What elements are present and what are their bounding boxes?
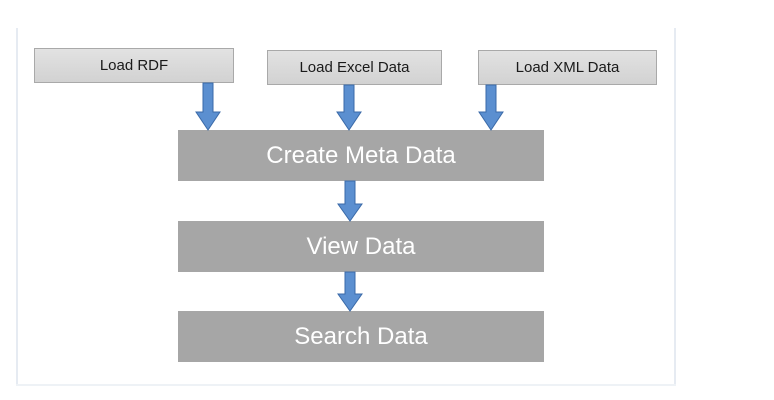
- create-meta-data-box: Create Meta Data: [178, 130, 544, 181]
- view-data-label: View Data: [306, 232, 416, 260]
- load-xml-data-label: Load XML Data: [515, 59, 620, 76]
- create-meta-data-label: Create Meta Data: [266, 141, 456, 169]
- load-excel-data-label: Load Excel Data: [299, 59, 410, 76]
- load-excel-data-box: Load Excel Data: [267, 50, 442, 85]
- load-rdf-label: Load RDF: [99, 57, 169, 74]
- frame-bottom-border: [16, 384, 676, 386]
- view-data-box: View Data: [178, 221, 544, 272]
- load-rdf-box: Load RDF: [34, 48, 234, 83]
- load-xml-data-box: Load XML Data: [478, 50, 657, 85]
- search-data-label: Search Data: [294, 322, 428, 350]
- search-data-box: Search Data: [178, 311, 544, 362]
